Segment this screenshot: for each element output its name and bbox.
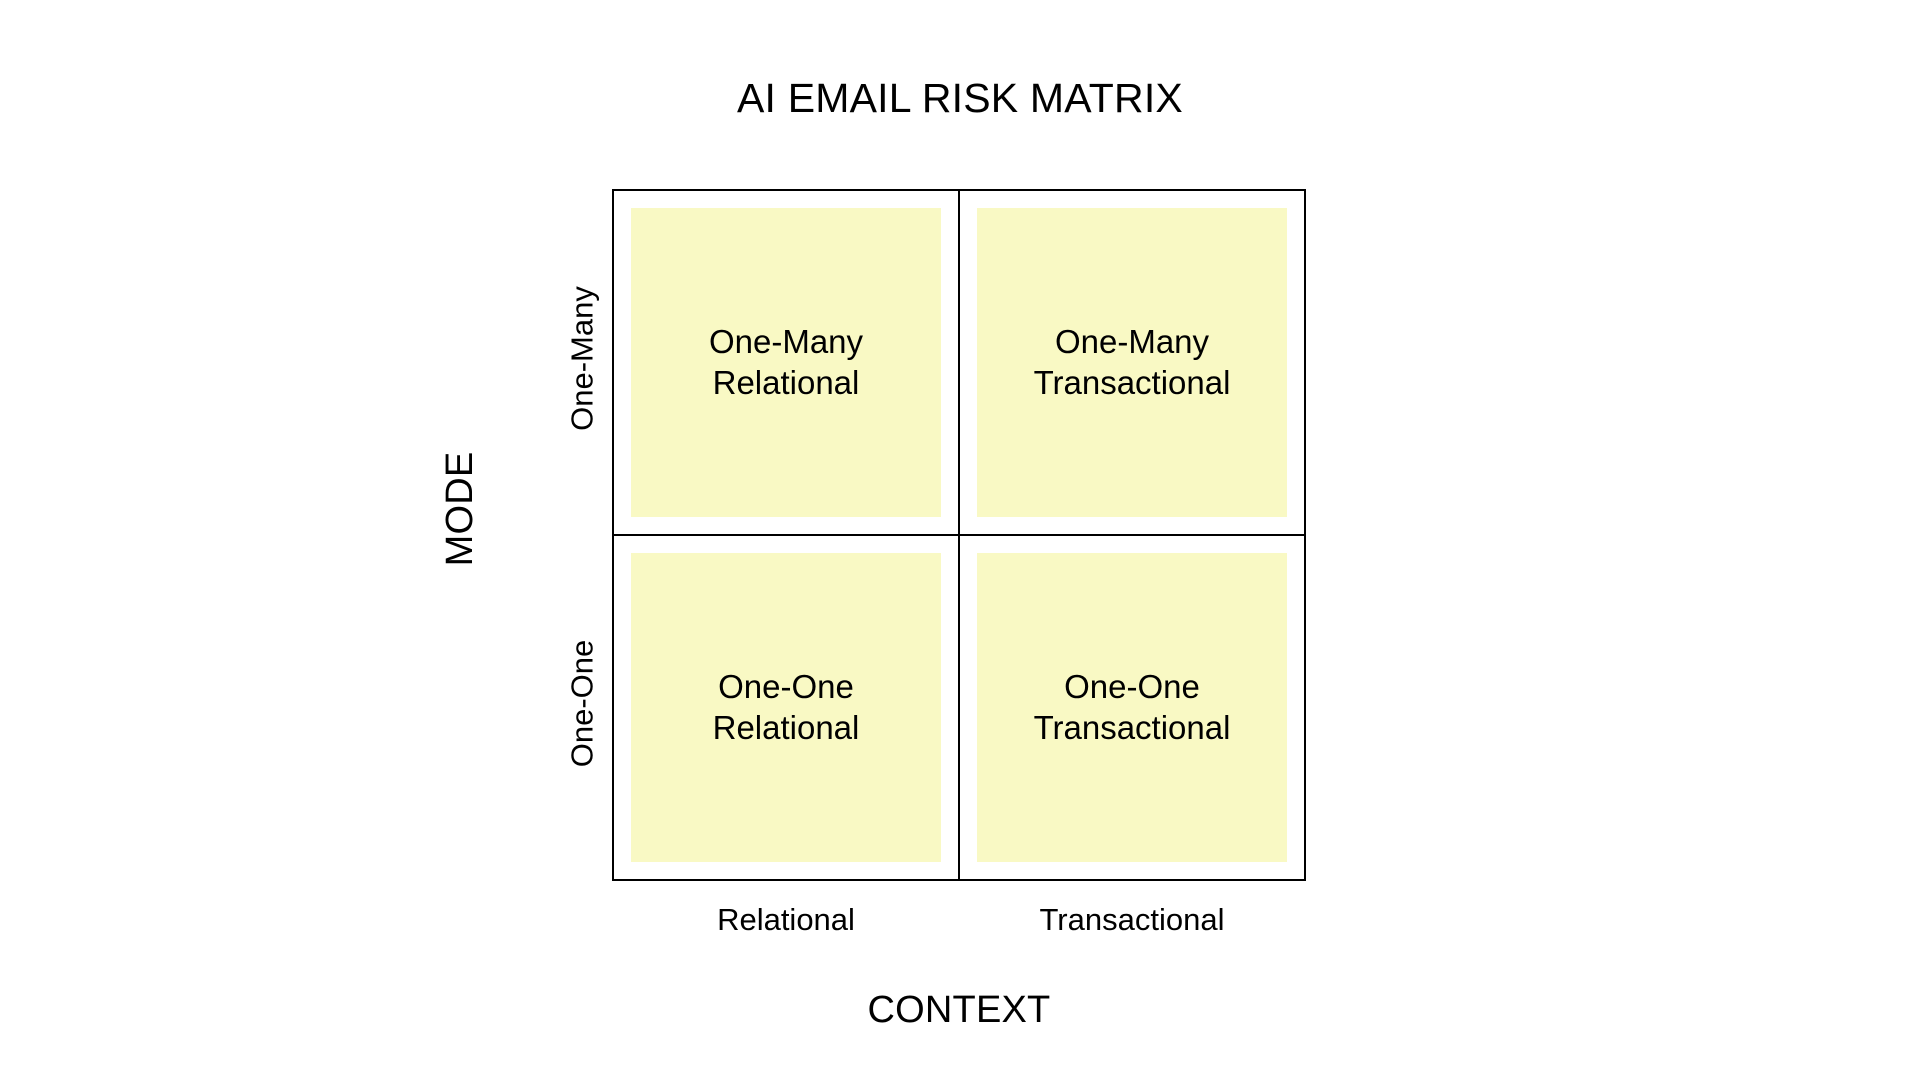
- quadrant-one-many-transactional[interactable]: One-Many Transactional: [957, 188, 1307, 537]
- x-axis-title: CONTEXT: [867, 989, 1051, 1031]
- quadrant-one-one-transactional[interactable]: One-One Transactional: [957, 533, 1307, 882]
- quadrant-one-many-relational[interactable]: One-Many Relational: [611, 188, 961, 537]
- page-title: AI EMAIL RISK MATRIX: [737, 75, 1183, 121]
- quadrant-fill: [630, 207, 942, 518]
- quadrant-label: One-One Relational: [712, 667, 860, 746]
- quadrant-label: One-Many Transactional: [1033, 322, 1231, 401]
- risk-matrix-grid: One-Many Relational One-Many Transaction…: [611, 188, 1307, 882]
- y-tick-label-one-many: One-Many: [564, 286, 600, 431]
- quadrant-fill: [630, 552, 942, 863]
- x-tick-label-relational: Relational: [717, 902, 855, 937]
- y-tick-label-one-one: One-One: [564, 639, 600, 768]
- quadrant-fill: [976, 552, 1288, 863]
- quadrant-label: One-Many Relational: [708, 322, 864, 401]
- quadrant-one-one-relational[interactable]: One-One Relational: [611, 533, 961, 882]
- x-tick-label-transactional: Transactional: [1039, 902, 1225, 937]
- quadrant-label: One-One Transactional: [1033, 667, 1231, 746]
- quadrant-fill: [976, 207, 1288, 518]
- y-axis-title: MODE: [439, 451, 481, 567]
